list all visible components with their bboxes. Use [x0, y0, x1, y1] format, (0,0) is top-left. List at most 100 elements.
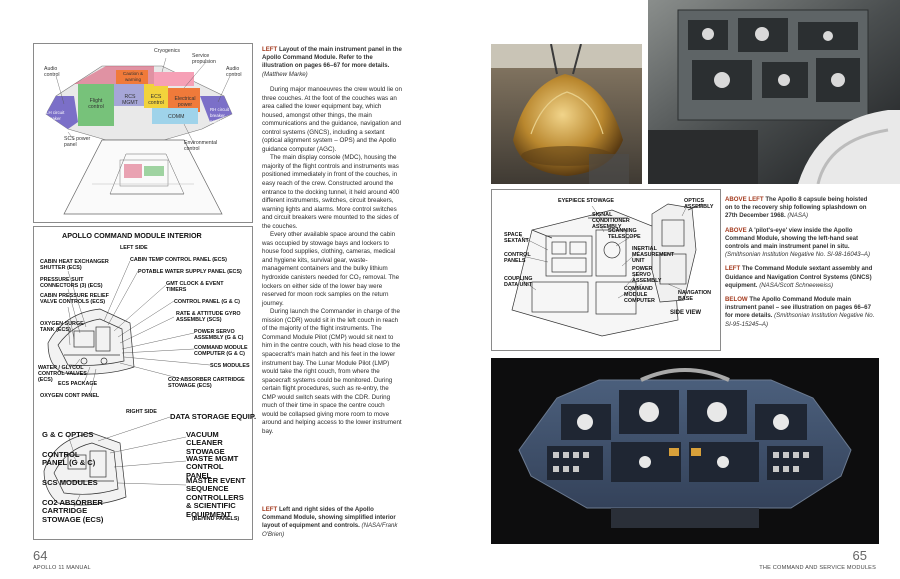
caption-text: The Apollo Command Module main instrumen… — [725, 296, 871, 320]
label-optics-assembly: OPTICS ASSEMBLY — [684, 198, 714, 211]
caption-credit: (Matthew Marke) — [262, 70, 308, 78]
right-side-heading: RIGHT SIDE — [126, 409, 157, 415]
caption-credit: (NASA) — [787, 212, 808, 220]
label-comm: COMM — [168, 114, 185, 120]
label-command-module-computer: COMMAND MODULE COMPUTER (G & C) — [194, 345, 248, 358]
left-side-heading: LEFT SIDE — [120, 245, 148, 251]
caption-credit: (Smithsonian Institution Negative No. SI… — [725, 312, 875, 328]
caption-below: BELOW The Apollo Command Module main ins… — [725, 296, 875, 329]
caption-text: Layout of the main instrument panel in t… — [262, 46, 402, 70]
paragraph: The main display console (MDC), housing … — [262, 154, 400, 230]
left-side-capsule — [47, 308, 135, 375]
caption-tag: LEFT — [262, 46, 278, 53]
caption-credit: (Smithsonian Institution Negative No. SI… — [725, 251, 870, 259]
label-scanning-telescope: SCANNING TELESCOPE — [608, 228, 641, 241]
interior-diagram-title: APOLLO COMMAND MODULE INTERIOR — [62, 231, 202, 240]
label-ecs-package: ECS PACKAGE — [58, 381, 98, 387]
label-scs-power-panel: SCS power panel — [64, 136, 91, 148]
capsule-photo-graphic — [491, 44, 642, 184]
paragraph: During major manoeuvres the crew would l… — [262, 86, 403, 153]
paragraph: During launch the Commander in charge of… — [262, 308, 402, 435]
label-rcs-mgmt: RCS MGMT — [122, 94, 138, 106]
label-master-event: MASTER EVENT SEQUENCE CONTROLLERS & SCIE… — [186, 476, 246, 519]
page-number-right: 65 — [852, 548, 867, 563]
cockpit-photo-graphic — [648, 0, 900, 184]
caption-panel-layout: LEFT Layout of the main instrument panel… — [262, 46, 404, 79]
label-potable-water: POTABLE WATER SUPPLY PANEL (ECS) — [138, 269, 242, 275]
label-pressure-suit: PRESSURE SUIT CONNECTORS (3) (ECS) — [40, 277, 103, 290]
label-cabin-heat-exchanger: CABIN HEAT EXCHANGER SHUTTER (ECS) — [40, 259, 109, 272]
label-eyepiece-stowage: EYEPIECE STOWAGE — [558, 198, 614, 204]
label-gmt-clock: GMT CLOCK & EVENT TIMERS — [166, 281, 224, 294]
caption-tag: LEFT — [725, 265, 741, 273]
label-service-propulsion: Service propulsion — [192, 53, 216, 65]
interior-graphic — [43, 260, 211, 508]
label-power-servo: POWER SERVO ASSEMBLY (G & C) — [194, 329, 244, 342]
caption-credit: (NASA/Frank O'Brien) — [262, 522, 398, 538]
label-inertial-measurement: INERTIAL MEASUREMENT UNIT — [632, 246, 675, 265]
label-cabin-pressure-relief: CABIN PRESSURE RELIEF VALVE CONTROLS (EC… — [40, 293, 109, 306]
caption-text: The Command Module sextant assembly and … — [725, 265, 873, 289]
caption-text: The Apollo 8 capsule being hoisted on to… — [725, 196, 868, 220]
label-rh-circuit-breaker: RH circuit breaker panel — [210, 107, 230, 124]
page-number-left: 64 — [33, 548, 48, 563]
caption-interior: LEFT Left and right sides of the Apollo … — [262, 506, 404, 539]
footer-left: APOLLO 11 MANUAL — [33, 565, 91, 571]
caption-text: A 'pilot's-eye' view inside the Apollo C… — [725, 226, 859, 251]
photo-apollo8-capsule — [491, 44, 642, 184]
right-captions: ABOVE LEFT The Apollo 8 capsule being ho… — [725, 196, 875, 329]
label-audio-control-right: Audio control — [226, 66, 242, 78]
caption-left-sextant: LEFT The Command Module sextant assembly… — [725, 265, 875, 290]
label-navigation-base: NAVIGATION BASE — [678, 290, 712, 303]
label-co2-absorber-right: CO2 ABSORBER CARTRIDGE STOWAGE (ECS) — [42, 498, 104, 524]
caption-credit: (NASA/Scott Schneeweiss) — [759, 281, 834, 289]
label-flight-control: Flight control — [88, 98, 104, 110]
label-gc-optics: G & C OPTICS — [42, 430, 94, 439]
sextant-diagram: EYEPIECE STOWAGE SIGNAL CONDITIONER ASSE… — [491, 189, 721, 351]
photo-main-instrument-panel — [491, 358, 879, 544]
caption-tag: BELOW — [725, 296, 748, 304]
label-signal-conditioner: SIGNAL CONDITIONER ASSEMBLY — [592, 212, 630, 231]
instrument-panel-graphic — [518, 368, 852, 528]
caption-tag: ABOVE — [725, 226, 747, 234]
caption-text: Left and right sides of the Apollo Comma… — [262, 506, 396, 530]
label-space-sextant: SPACE SEXTANT — [504, 232, 529, 245]
label-side-view: SIDE VIEW — [670, 310, 702, 316]
label-cryogenics: Cryogenics — [154, 48, 180, 54]
panel-layout-graphic — [45, 57, 233, 215]
label-scs-modules-left: SCS MODULES — [210, 363, 250, 369]
label-coupling-data-unit: COUPLING DATA UNIT — [504, 276, 533, 289]
paragraph: Every other available space around the c… — [262, 231, 400, 307]
label-control-panel-gc-left: CONTROL PANEL (G & C) — [174, 299, 240, 305]
label-cabin-temp-control: CABIN TEMP CONTROL PANEL (ECS) — [130, 257, 227, 263]
label-electrical-power: Electrical power — [174, 96, 196, 108]
label-oxygen-surge-tank: OXYGEN SURGE TANK (ECS) — [40, 321, 84, 334]
label-rate-attitude-gyro: RATE & ATTITUDE GYRO ASSEMBLY (SCS) — [176, 311, 241, 324]
label-environmental-control: Environmental control — [184, 140, 218, 152]
caption-above-left: ABOVE LEFT The Apollo 8 capsule being ho… — [725, 196, 875, 221]
label-power-servo: POWER SERVO ASSEMBLY — [632, 266, 662, 285]
caption-above: ABOVE A 'pilot's-eye' view inside the Ap… — [725, 227, 875, 260]
panel-layout-diagram: Cryogenics Service propulsion Audio cont… — [33, 43, 253, 223]
interior-diagram: APOLLO COMMAND MODULE INTERIOR LEFT SIDE — [33, 226, 257, 540]
label-data-storage: DATA STORAGE EQUIP. — [170, 412, 257, 421]
label-control-panel-gc-right: CONTROL PANEL (G & C) — [42, 450, 96, 468]
label-lh-circuit-breaker: LH circuit breaker panel — [46, 110, 65, 127]
body-text-column: During major manoeuvres the crew would l… — [262, 86, 402, 436]
caption-tag: ABOVE LEFT — [725, 196, 764, 203]
label-oxygen-cont-panel: OXYGEN CONT PANEL — [40, 393, 100, 399]
label-ecs-control: ECS control — [148, 94, 164, 106]
label-caution-warning: Caution & warning — [122, 71, 144, 82]
footer-right: THE COMMAND AND SERVICE MODULES — [759, 565, 876, 571]
sextant-graphic — [511, 203, 703, 337]
photo-pilots-eye-view — [648, 0, 900, 184]
label-control-panels: CONTROL PANELS — [504, 252, 531, 265]
label-co2-absorber-left: CO2 ABSORBER CARTRIDGE STOWAGE (ECS) — [168, 377, 245, 390]
label-scs-modules-right: SCS MODULES — [42, 478, 98, 487]
label-behind-panels: (BEHIND PANELS) — [192, 516, 240, 522]
label-vacuum-cleaner: VACUUM CLEANER STOWAGE — [186, 430, 225, 456]
right-side-capsule — [43, 432, 127, 506]
caption-tag: LEFT — [262, 506, 278, 513]
label-water-glycol: WATER / GLYCOL CONTROL VALVES (ECS) — [38, 365, 87, 384]
label-command-module-computer: COMMAND MODULE COMPUTER — [624, 286, 655, 305]
